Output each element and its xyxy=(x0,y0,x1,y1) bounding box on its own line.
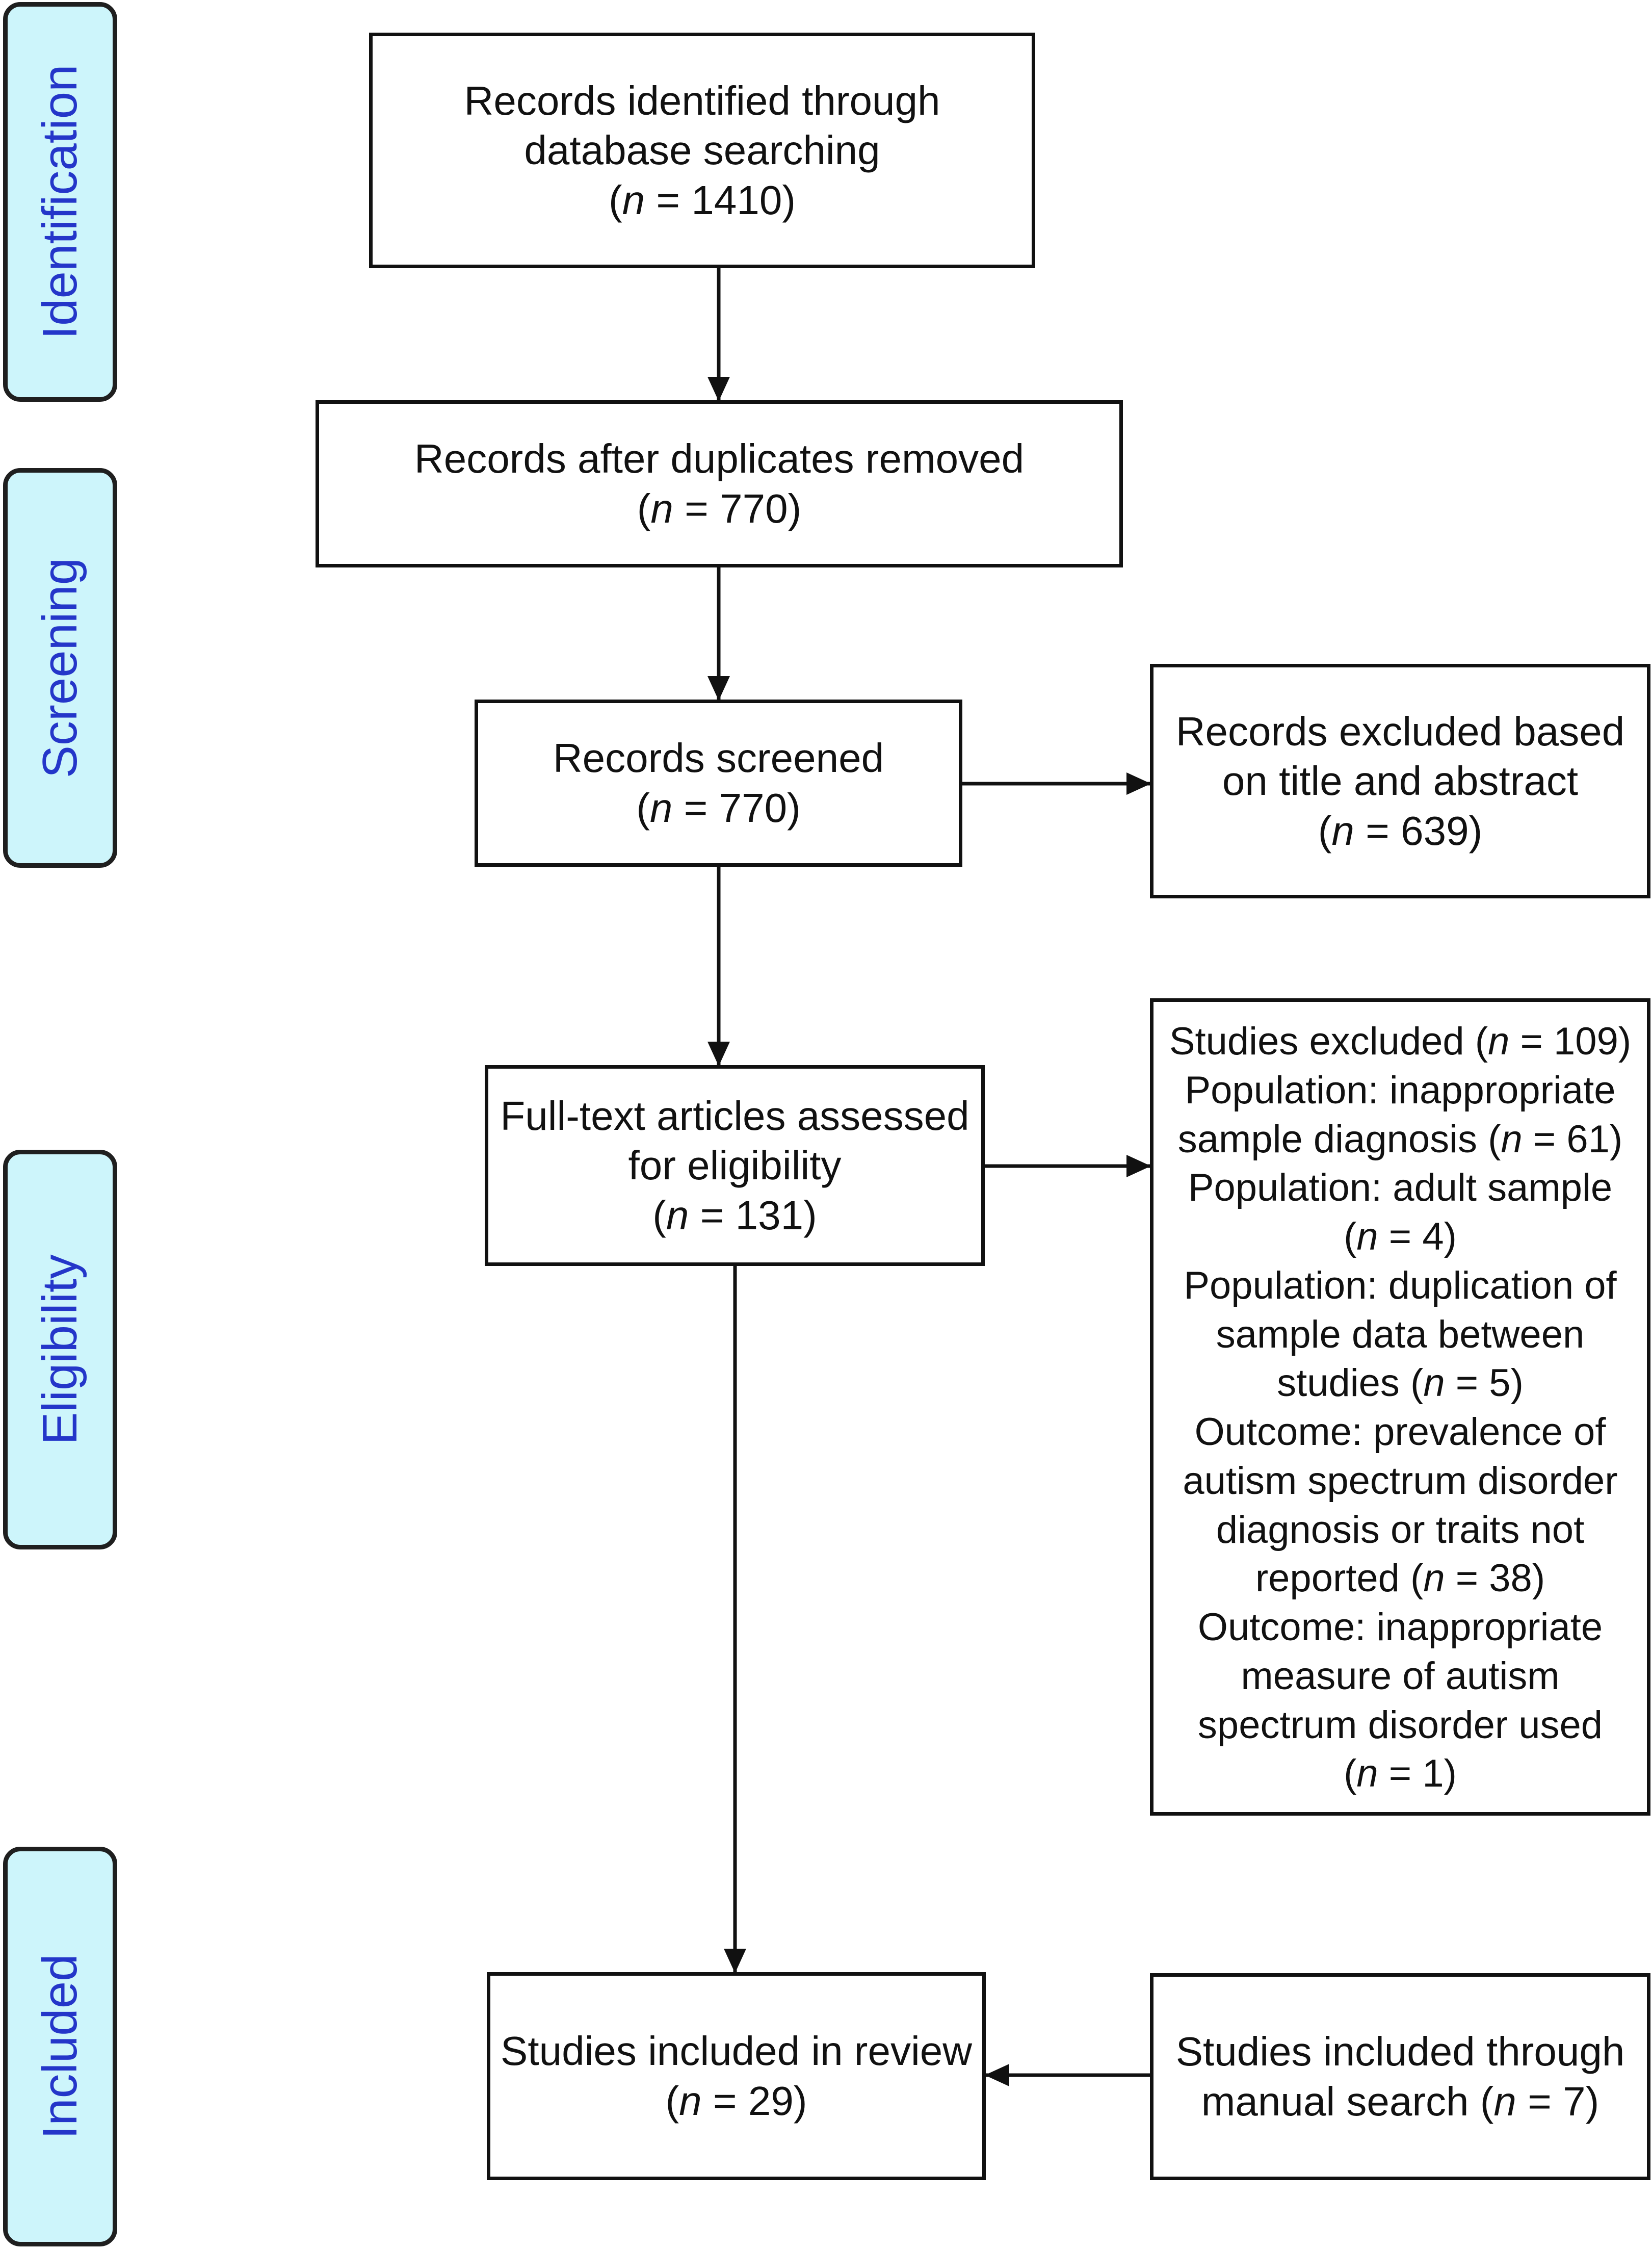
records-excluded-count: (n = 639) xyxy=(1318,808,1483,854)
reason-2-text-1: Population: adult sample xyxy=(1188,1166,1613,1210)
records-after-duplicates-text: Records after duplicates removed xyxy=(414,436,1025,482)
phase-screening: Screening xyxy=(3,468,117,868)
reason-5-text-2: measure of autism xyxy=(1241,1654,1560,1698)
records-screened-text: Records screened xyxy=(553,735,884,781)
reason-2-count: (n = 4) xyxy=(1344,1215,1457,1258)
phase-identification: Identification xyxy=(3,2,117,402)
records-identified-text-1: Records identified through xyxy=(464,77,940,123)
studies-included-text: Studies included in review xyxy=(501,2028,972,2074)
phase-included: Included xyxy=(3,1847,117,2246)
reason-5-count: (n = 1) xyxy=(1344,1752,1457,1796)
records-screened-box: Records screened (n = 770) xyxy=(475,700,962,867)
records-excluded-box: Records excluded based on title and abst… xyxy=(1150,664,1650,898)
reason-5-text-1: Outcome: inappropriate xyxy=(1197,1606,1603,1649)
reason-1-text-1: Population: inappropriate xyxy=(1185,1068,1616,1112)
studies-excluded-heading: Studies excluded (n = 109) xyxy=(1169,1020,1632,1063)
reason-4-text-1: Outcome: prevalence of xyxy=(1194,1410,1606,1454)
manual-search-box: Studies included through manual search (… xyxy=(1150,1973,1650,2180)
full-text-assessed-text-2: for eligibility xyxy=(628,1143,842,1188)
studies-included-box: Studies included in review (n = 29) xyxy=(487,1972,986,2180)
records-after-duplicates-count: (n = 770) xyxy=(637,486,802,531)
reason-3-text-2: sample data between xyxy=(1216,1312,1585,1356)
records-excluded-text-1: Records excluded based xyxy=(1175,708,1625,754)
full-text-assessed-box: Full-text articles assessed for eligibil… xyxy=(485,1065,985,1266)
full-text-assessed-count: (n = 131) xyxy=(652,1192,817,1238)
reason-5-text-3: spectrum disorder used xyxy=(1197,1703,1603,1747)
manual-search-text-2: manual search (n = 7) xyxy=(1201,2079,1599,2124)
reason-3-text-1: Population: duplication of xyxy=(1184,1263,1617,1307)
records-identified-count: (n = 1410) xyxy=(609,177,796,223)
reason-4-text-4: reported (n = 38) xyxy=(1255,1557,1545,1600)
reason-4-text-3: diagnosis or traits not xyxy=(1216,1508,1585,1552)
records-identified-box: Records identified through database sear… xyxy=(369,33,1035,268)
records-excluded-text-2: on title and abstract xyxy=(1222,758,1579,804)
records-after-duplicates-box: Records after duplicates removed (n = 77… xyxy=(316,400,1123,567)
manual-search-text-1: Studies included through xyxy=(1175,2029,1625,2075)
records-identified-text-2: database searching xyxy=(524,127,880,173)
studies-included-count: (n = 29) xyxy=(665,2078,807,2124)
reason-4-text-2: autism spectrum disorder xyxy=(1183,1459,1618,1503)
phase-eligibility: Eligibility xyxy=(3,1150,117,1549)
full-text-assessed-text-1: Full-text articles assessed xyxy=(500,1093,969,1139)
studies-excluded-box: Studies excluded (n = 109) Population: i… xyxy=(1150,998,1650,1816)
reason-3-text-3: studies (n = 5) xyxy=(1277,1361,1524,1405)
reason-1-text-2: sample diagnosis (n = 61) xyxy=(1177,1117,1623,1161)
records-screened-count: (n = 770) xyxy=(636,785,801,831)
